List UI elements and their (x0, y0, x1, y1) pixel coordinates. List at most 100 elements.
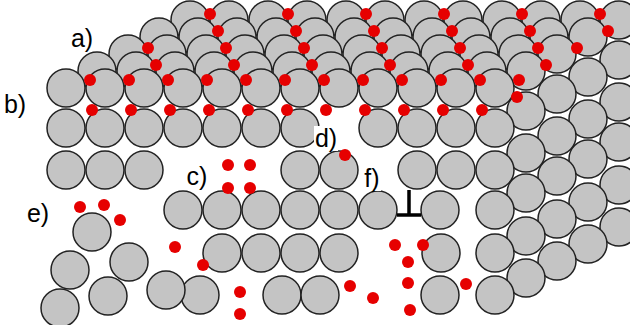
impurity-atom (201, 74, 213, 86)
impurity-atom (404, 304, 416, 316)
impurity-atom (376, 42, 388, 54)
impurity-atom (282, 8, 294, 20)
impurity-atom (571, 42, 583, 54)
host-atom (476, 191, 514, 229)
impurity-atom (511, 91, 523, 103)
host-atom (242, 234, 280, 272)
host-atom (301, 276, 339, 314)
impurity-atom (389, 239, 401, 251)
host-atom (164, 191, 202, 229)
impurity-atom (460, 278, 472, 290)
host-atom (476, 234, 514, 272)
callout-label: a) (70, 26, 94, 51)
impurity-atom (437, 104, 449, 116)
impurity-atom (222, 182, 234, 194)
host-atom (421, 191, 459, 229)
impurity-atom (402, 256, 414, 268)
impurity-atom (446, 25, 458, 37)
host-atom (569, 18, 607, 56)
host-atom (51, 251, 89, 289)
impurity-atom (339, 149, 351, 161)
host-atom (41, 289, 79, 325)
impurity-atom (516, 8, 528, 20)
impurity-atom (169, 241, 181, 253)
impurity-atom (318, 74, 330, 86)
host-atom (422, 234, 460, 272)
host-atom (181, 276, 219, 314)
impurity-atom (234, 286, 246, 298)
impurity-atom (150, 59, 162, 71)
impurity-atom (204, 8, 216, 20)
dislocation-symbol (397, 190, 421, 215)
impurity-atom (74, 201, 86, 213)
impurity-atom (396, 74, 408, 86)
host-atom (73, 213, 111, 251)
host-atom (476, 276, 514, 314)
impurity-atom (417, 239, 429, 251)
host-atom (320, 234, 358, 272)
impurity-atom (84, 74, 96, 86)
host-atom (359, 191, 397, 229)
impurity-atom (359, 104, 371, 116)
impurity-atom (398, 104, 410, 116)
host-atom (476, 151, 514, 189)
impurity-atom (532, 42, 544, 54)
host-atom (47, 109, 85, 147)
host-atom (421, 276, 459, 314)
impurity-atom (298, 42, 310, 54)
host-atom (47, 151, 85, 189)
host-atom (600, 1, 630, 39)
callout-label: d) (314, 126, 338, 151)
impurity-atom (438, 8, 450, 20)
impurity-atom (344, 280, 356, 292)
impurity-atom (162, 74, 174, 86)
impurity-atom (540, 59, 552, 71)
impurity-atom (203, 104, 215, 116)
callout-label: e) (26, 201, 50, 226)
callout-label: f) (363, 166, 380, 191)
impurity-atom (244, 182, 256, 194)
impurity-atom (474, 74, 486, 86)
impurity-atom (367, 292, 379, 304)
host-atom (89, 277, 127, 315)
impurity-atom (228, 59, 240, 71)
host-atom (281, 234, 319, 272)
impurity-atom (86, 104, 98, 116)
host-atom (320, 191, 358, 229)
impurity-atom (462, 59, 474, 71)
impurity-atom (234, 308, 246, 320)
impurity-atom (513, 74, 525, 86)
host-atom (437, 151, 475, 189)
impurity-atom (368, 25, 380, 37)
impurity-atom (220, 42, 232, 54)
impurity-atom (281, 104, 293, 116)
impurity-atom (98, 199, 110, 211)
impurity-atom (360, 8, 372, 20)
impurity-atom (279, 74, 291, 86)
host-atom (110, 243, 148, 281)
impurity-atom (242, 104, 254, 116)
impurity-atom (402, 277, 414, 289)
impurity-atom (123, 74, 135, 86)
impurity-atom (125, 104, 137, 116)
impurity-atom (212, 25, 224, 37)
impurity-atom (142, 42, 154, 54)
callout-label: b) (3, 92, 27, 117)
impurity-atom (384, 59, 396, 71)
host-atom (203, 191, 241, 229)
host-atom (47, 69, 85, 107)
impurity-atom (524, 25, 536, 37)
host-atom (398, 151, 436, 189)
impurity-atom (320, 104, 332, 116)
host-atom (320, 151, 358, 189)
impurity-atom (435, 74, 447, 86)
impurity-atom (222, 159, 234, 171)
host-atom (281, 191, 319, 229)
impurity-atom (240, 74, 252, 86)
impurity-atom (306, 59, 318, 71)
host-atom (242, 191, 280, 229)
impurity-atom (454, 42, 466, 54)
callout-label: c) (186, 164, 209, 189)
host-atom (86, 151, 124, 189)
